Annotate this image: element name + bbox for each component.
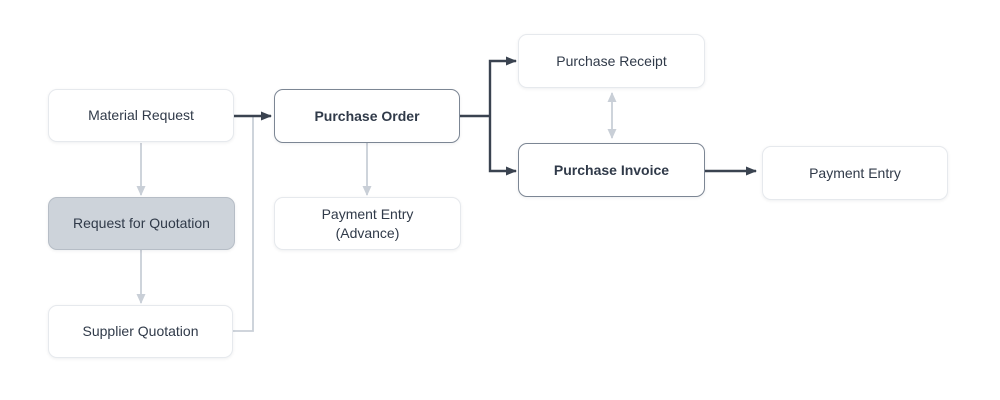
node-purchase-order[interactable]: Purchase Order xyxy=(274,89,460,143)
node-payment-entry-advance-label: Payment Entry (Advance) xyxy=(321,205,414,241)
node-purchase-order-label: Purchase Order xyxy=(314,107,420,124)
edge-purchase-order-to-purchase-invoice xyxy=(488,116,517,176)
node-material-request[interactable]: Material Request xyxy=(48,89,234,142)
node-purchase-invoice[interactable]: Purchase Invoice xyxy=(518,143,705,197)
edge-purchase-order-to-purchase-receipt xyxy=(488,56,517,116)
node-supplier-quotation[interactable]: Supplier Quotation xyxy=(48,305,233,358)
node-request-for-quotation[interactable]: Request for Quotation xyxy=(48,197,235,250)
node-purchase-receipt-label: Purchase Receipt xyxy=(556,52,667,69)
node-payment-entry[interactable]: Payment Entry xyxy=(762,146,948,200)
node-supplier-quotation-label: Supplier Quotation xyxy=(82,323,199,339)
node-payment-entry-label: Payment Entry xyxy=(809,164,901,181)
node-payment-entry-advance[interactable]: Payment Entry (Advance) xyxy=(274,197,461,250)
node-purchase-invoice-label: Purchase Invoice xyxy=(553,161,670,178)
node-material-request-label: Material Request xyxy=(88,107,194,123)
node-purchase-receipt[interactable]: Purchase Receipt xyxy=(518,34,705,88)
edge-supplier-quotation-merge xyxy=(233,117,254,332)
node-request-for-quotation-label: Request for Quotation xyxy=(73,215,210,231)
